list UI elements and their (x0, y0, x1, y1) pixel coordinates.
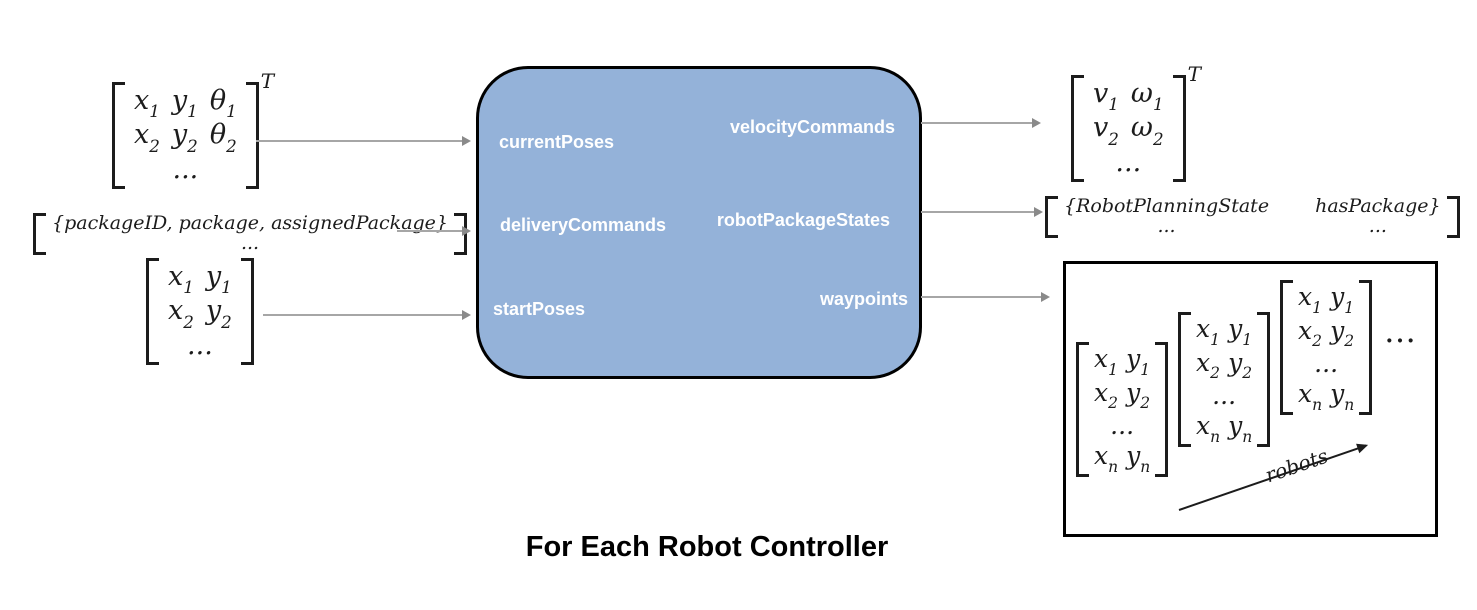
left-bracket (1280, 280, 1293, 415)
matrix-cell: ... (1212, 381, 1237, 411)
matrix-cell: x1 (1196, 314, 1221, 349)
current-poses-arrow (256, 136, 471, 146)
right-bracket (240, 258, 254, 366)
delivery-commands-expression: {packageID, package, assignedPackage}... (33, 212, 468, 255)
matrix-cell: xn (1196, 411, 1221, 446)
matrix-cell: xn (1094, 441, 1119, 476)
matrix-cell: x2 (1298, 315, 1323, 351)
matrix-cell: v2 (1093, 112, 1119, 149)
matrix-cell: y1 (1330, 282, 1355, 317)
matrix-cell: x2 (168, 295, 194, 332)
matrix-cell: yn (1228, 411, 1253, 446)
matrix-cell: y2 (1126, 377, 1151, 413)
port-start-poses: startPoses (493, 299, 586, 319)
matrix-cell: {packageID, package, assignedPackage} (52, 212, 449, 234)
current-poses-matrix: x1 y1 θ1 x2 y2 θ2... T (112, 69, 274, 190)
matrix-cell: ... (240, 231, 260, 254)
delivery-commands-arrow (397, 226, 471, 236)
transpose-superscript: T (1187, 62, 1201, 86)
robot-package-states-arrow (921, 207, 1043, 217)
left-bracket (1076, 342, 1089, 477)
left-bracket (112, 82, 125, 190)
right-bracket (245, 82, 259, 190)
matrix-cell: x2 (1094, 377, 1119, 413)
matrix-cell: x1 (134, 85, 160, 122)
matrix-cell: x1 (168, 261, 194, 298)
right-bracket (1446, 196, 1460, 238)
left-bracket (1178, 312, 1191, 447)
start-poses-matrix: x1 y1 x2 y2... (146, 258, 254, 366)
left-bracket (146, 258, 159, 366)
matrix-cell: y1 (1126, 344, 1151, 379)
matrix-cell: ω1 (1130, 78, 1164, 115)
port-robot-package-states: robotPackageStates (716, 210, 890, 230)
matrix-cell: ... (1110, 411, 1135, 441)
port-delivery-commands: deliveryCommands (500, 215, 667, 235)
transpose-superscript: T (260, 69, 275, 93)
start-poses-arrow (263, 310, 471, 320)
matrix-cell: x1 (1298, 282, 1323, 317)
waypoints-arrow (921, 292, 1050, 302)
matrix-cell: θ2 (209, 119, 237, 156)
matrix-cell: θ1 (209, 85, 237, 122)
right-bracket (1155, 342, 1169, 477)
robots-axis-label: robots (1262, 443, 1332, 488)
left-bracket (1045, 196, 1058, 238)
matrix-cell: y1 (205, 261, 232, 298)
right-bracket (1359, 280, 1373, 415)
robot-package-states-expression: {RobotPlanningState hasPackage}...... (1045, 196, 1460, 238)
right-bracket (1172, 75, 1186, 183)
matrix-cell: x1 (1094, 344, 1119, 379)
matrix-cell: y1 (1228, 314, 1253, 349)
matrix-cell: ... (187, 329, 213, 361)
diagram-title: For Each Robot Controller (525, 531, 889, 563)
port-current-poses: currentPoses (499, 132, 615, 152)
matrix-cell: xn (1298, 379, 1323, 414)
matrix-cell: y2 (1330, 315, 1355, 351)
matrix-cell: y2 (1228, 347, 1253, 383)
matrix-cell: v1 (1093, 78, 1119, 115)
matrix-cell: ... (1115, 146, 1142, 178)
matrix-cell: ... (1314, 349, 1339, 379)
matrix-cell: x2 (134, 119, 160, 156)
matrix-cell: ... (172, 153, 199, 185)
matrix-cell: yn (1126, 441, 1151, 476)
matrix-cell: y2 (205, 295, 232, 332)
matrix-cell: yn (1330, 379, 1355, 414)
matrix-cell: ω2 (1130, 112, 1164, 149)
left-bracket (1071, 75, 1084, 183)
matrix-cell: {RobotPlanningState (1064, 195, 1270, 217)
port-velocity-commands: velocityCommands (729, 117, 895, 137)
velocity-commands-matrix: v1 ω1 v2 ω2... T (1071, 62, 1201, 183)
robot-controller-block: currentPoses deliveryCommands startPoses… (476, 66, 922, 379)
matrix-cell: ... (1368, 214, 1387, 237)
port-waypoints: waypoints (819, 289, 908, 309)
more-robots-ellipsis: … (1384, 312, 1419, 350)
matrix-cell: x2 (1196, 347, 1221, 383)
left-bracket (33, 213, 46, 255)
matrix-cell: hasPackage} (1315, 195, 1441, 217)
right-bracket (1257, 312, 1271, 447)
velocity-commands-arrow (921, 118, 1041, 128)
matrix-cell: y2 (171, 119, 198, 156)
matrix-cell: ... (1157, 214, 1176, 237)
matrix-cell: y1 (171, 85, 198, 122)
